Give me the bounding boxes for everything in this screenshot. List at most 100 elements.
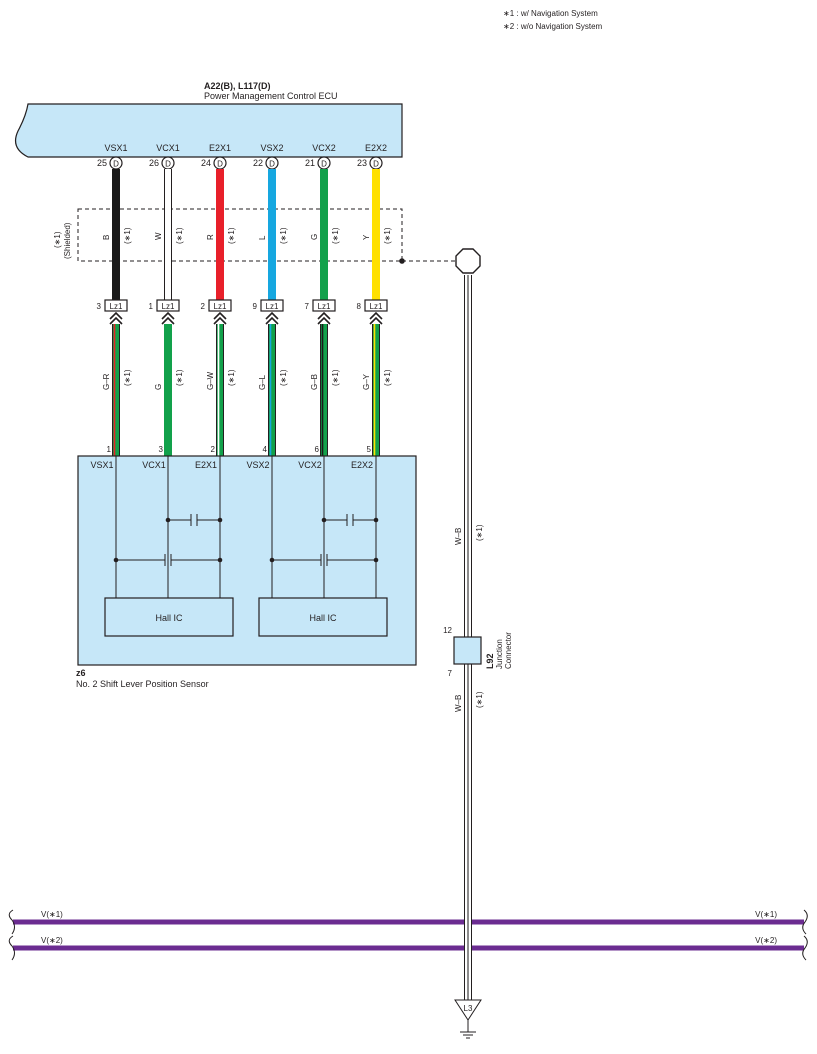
connector-body <box>260 299 284 312</box>
sensor-pin-label: VSX2 <box>246 460 269 470</box>
bus-break-right <box>802 909 808 935</box>
ground-wire-color-code: W–B <box>454 695 463 712</box>
junction-dot <box>321 517 327 523</box>
bus-break-left <box>8 909 15 935</box>
lower-wire-note: (∗1) <box>175 369 184 386</box>
bus-label-right: V(∗2) <box>755 936 777 945</box>
ecu-pin-connector: D <box>113 160 119 169</box>
ecu-code: A22(B), L117(D) <box>204 81 271 91</box>
shield-note: (∗1) <box>53 231 62 248</box>
junction-dot <box>373 557 379 563</box>
sensor-pin-label: VCX2 <box>298 460 322 470</box>
junction-pin-top: 12 <box>443 626 452 635</box>
ecu-block: A22(B), L117(D) Power Management Control… <box>15 81 403 158</box>
connector-chevron-upper <box>317 311 331 320</box>
ecu-pin-label: VSX1 <box>104 143 127 153</box>
ecu-pin-label: VCX2 <box>312 143 336 153</box>
junction-dot <box>269 557 275 563</box>
lower-wire-note: (∗1) <box>279 369 288 386</box>
ecu-pin-connector: D <box>269 160 275 169</box>
junction-pin-bottom: 7 <box>448 669 453 678</box>
sensor-code: z6 <box>76 668 86 678</box>
connector-pin-number: 9 <box>253 302 258 311</box>
junction-dot <box>217 557 223 563</box>
shield-drain-dot <box>399 258 405 264</box>
connector-chevron-lower <box>109 316 123 325</box>
hall-ic-box <box>104 597 234 637</box>
connector-chevron-upper <box>265 311 279 320</box>
bus-label-right: V(∗1) <box>755 910 777 919</box>
lower-wire-color-code: G–R <box>102 373 111 390</box>
sensor-pin-number: 4 <box>263 445 268 454</box>
connector-label: Lz1 <box>266 302 279 311</box>
ecu-pin-connector: D <box>321 160 327 169</box>
upper-wire-color-code: W <box>154 232 163 240</box>
connector-chevron-lower <box>265 316 279 325</box>
junction-name-1: Junction <box>495 639 504 669</box>
shield-ground-splice <box>455 248 481 274</box>
ecu-pin-label: E2X1 <box>209 143 231 153</box>
ecu-pin-number: 26 <box>149 158 159 168</box>
upper-wire-note: (∗1) <box>383 227 392 244</box>
sensor-pin-number: 6 <box>315 445 320 454</box>
upper-wire-note: (∗1) <box>175 227 184 244</box>
connector-chevron-upper <box>213 311 227 320</box>
ground-wire-note: (∗1) <box>475 691 484 708</box>
note-2: ∗2 : w/o Navigation System <box>503 22 603 31</box>
ground-label: L3 <box>464 1004 473 1013</box>
ecu-pin-label: VCX1 <box>156 143 180 153</box>
connector-chevron-lower <box>213 316 227 325</box>
connector-label: Lz1 <box>110 302 123 311</box>
upper-wire-color-code: L <box>258 235 267 240</box>
junction-connector-box <box>453 636 482 665</box>
junction-name-2: Connector <box>504 632 513 669</box>
lower-wire-color-code: G–L <box>258 374 267 390</box>
sensor-pin-number: 1 <box>107 445 112 454</box>
connector-label: Lz1 <box>318 302 331 311</box>
connector-chevron-upper <box>109 311 123 320</box>
connector-pin-number: 1 <box>149 302 154 311</box>
connector-body <box>104 299 128 312</box>
ecu-name: Power Management Control ECU <box>204 91 338 101</box>
ecu-pin-number: 22 <box>253 158 263 168</box>
ecu-pin-label: VSX2 <box>260 143 283 153</box>
connector-chevron-lower <box>317 316 331 325</box>
ecu-pin-number: 23 <box>357 158 367 168</box>
upper-wire-note: (∗1) <box>331 227 340 244</box>
connector-body <box>208 299 232 312</box>
note-1: ∗1 : w/ Navigation System <box>503 9 598 18</box>
connector-chevron-lower <box>161 316 175 325</box>
connector-body <box>312 299 336 312</box>
upper-wire-color-code: B <box>102 235 111 240</box>
power-buses: V(∗1)V(∗1)V(∗2)V(∗2) <box>8 909 808 961</box>
connector-pin-number: 2 <box>201 302 206 311</box>
sensor-pin-label: VSX1 <box>90 460 113 470</box>
sensor-pin-number: 3 <box>159 445 164 454</box>
ecu-pin-number: 25 <box>97 158 107 168</box>
hall-ic-label: Hall IC <box>309 613 337 623</box>
sensor-block: z6 No. 2 Shift Lever Position Sensor <box>76 455 417 689</box>
sensor-name: No. 2 Shift Lever Position Sensor <box>76 679 209 689</box>
ecu-panel <box>15 103 403 158</box>
junction-dot <box>373 517 379 523</box>
upper-wire-color-code: G <box>310 234 319 240</box>
connector-label: Lz1 <box>370 302 383 311</box>
wire-harness: B(∗1)W(∗1)R(∗1)L(∗1)G(∗1)Y(∗1)G–R(∗1)1G(… <box>102 169 392 456</box>
sensor-pin-label: E2X2 <box>351 460 373 470</box>
sensor-pin-number: 2 <box>211 445 216 454</box>
shield-label: (Shielded) <box>63 222 72 259</box>
lower-wire-note: (∗1) <box>123 369 132 386</box>
ecu-pin-label: E2X2 <box>365 143 387 153</box>
ground-symbol: L3 <box>454 999 482 1039</box>
sensor-pin-label: E2X1 <box>195 460 217 470</box>
junction-dot <box>165 517 171 523</box>
hall-ic-label: Hall IC <box>155 613 183 623</box>
lower-wire-color-code: G–W <box>206 371 215 390</box>
ecu-pin-connector: D <box>373 160 379 169</box>
sensor-pin-number: 5 <box>367 445 372 454</box>
connector-chevron-lower <box>369 316 383 325</box>
